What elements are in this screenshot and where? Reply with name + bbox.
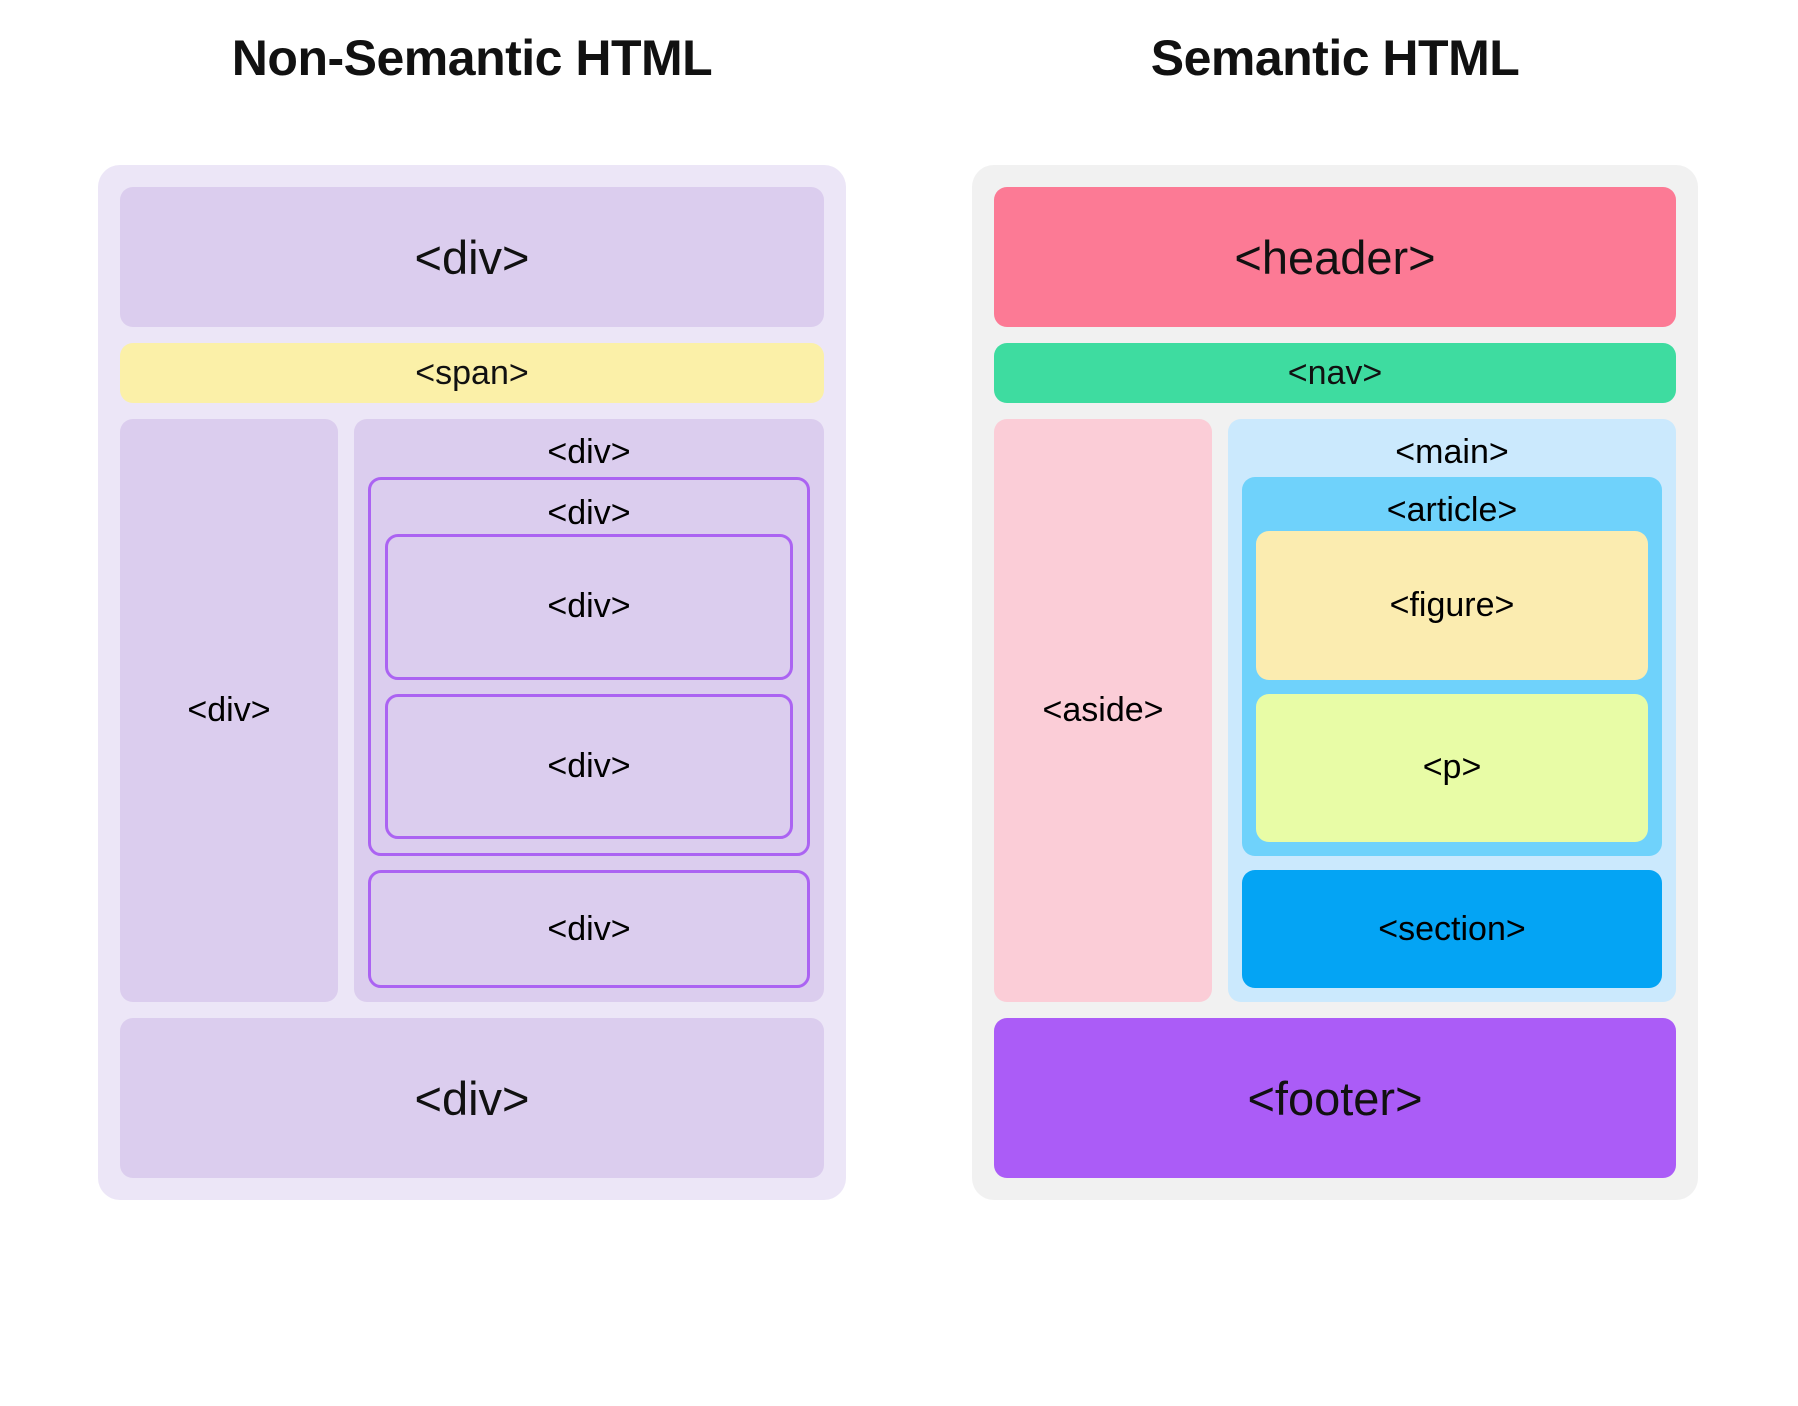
non-semantic-nested-div-1-label: <div> bbox=[547, 494, 631, 532]
non-semantic-nested-leaf-2: <div> bbox=[385, 693, 793, 839]
non-semantic-sidebar-div-label: <div> bbox=[187, 691, 271, 729]
semantic-aside-label: <aside> bbox=[1042, 691, 1164, 729]
non-semantic-nested-leaf-2-label: <div> bbox=[547, 746, 631, 785]
non-semantic-nested-leaf-1-label: <div> bbox=[547, 587, 631, 626]
semantic-header: <header> bbox=[994, 187, 1676, 327]
semantic-article: <article> <figure> <p> bbox=[1242, 477, 1662, 856]
semantic-middle-row: <aside> <main> <article> <figure> <p> <s… bbox=[994, 419, 1676, 1002]
non-semantic-span: <span> bbox=[120, 343, 824, 403]
semantic-paragraph-label: <p> bbox=[1422, 748, 1482, 787]
left-panel-title: Non-Semantic HTML bbox=[231, 30, 713, 86]
non-semantic-nested-leaf-1: <div> bbox=[385, 534, 793, 680]
non-semantic-panel: <div> <span> <div> <div> <div> <div> <di… bbox=[98, 165, 846, 1200]
semantic-main: <main> <article> <figure> <p> <section> bbox=[1228, 419, 1676, 1002]
non-semantic-content-div: <div> <div> <div> <div> <div> bbox=[354, 419, 824, 1002]
semantic-figure: <figure> bbox=[1256, 531, 1648, 680]
semantic-aside: <aside> bbox=[994, 419, 1212, 1002]
non-semantic-content-div-label: <div> bbox=[547, 433, 631, 471]
semantic-footer: <footer> bbox=[994, 1018, 1676, 1178]
semantic-nav: <nav> bbox=[994, 343, 1676, 403]
non-semantic-sibling-div-label: <div> bbox=[547, 909, 631, 948]
non-semantic-sidebar-div: <div> bbox=[120, 419, 338, 1002]
semantic-panel: <header> <nav> <aside> <main> <article> … bbox=[972, 165, 1698, 1200]
non-semantic-top-div: <div> bbox=[120, 187, 824, 327]
semantic-article-label: <article> bbox=[1386, 491, 1518, 529]
right-panel-title: Semantic HTML bbox=[1150, 30, 1520, 86]
non-semantic-sibling-div: <div> bbox=[368, 870, 810, 988]
semantic-section: <section> bbox=[1242, 870, 1662, 988]
non-semantic-nested-div-1: <div> <div> <div> bbox=[368, 477, 810, 856]
non-semantic-bottom-div: <div> bbox=[120, 1018, 824, 1178]
semantic-main-label: <main> bbox=[1395, 433, 1509, 471]
non-semantic-middle-row: <div> <div> <div> <div> <div> <div> bbox=[120, 419, 824, 1002]
semantic-section-label: <section> bbox=[1378, 909, 1526, 948]
semantic-figure-label: <figure> bbox=[1389, 585, 1515, 624]
semantic-paragraph: <p> bbox=[1256, 693, 1648, 842]
